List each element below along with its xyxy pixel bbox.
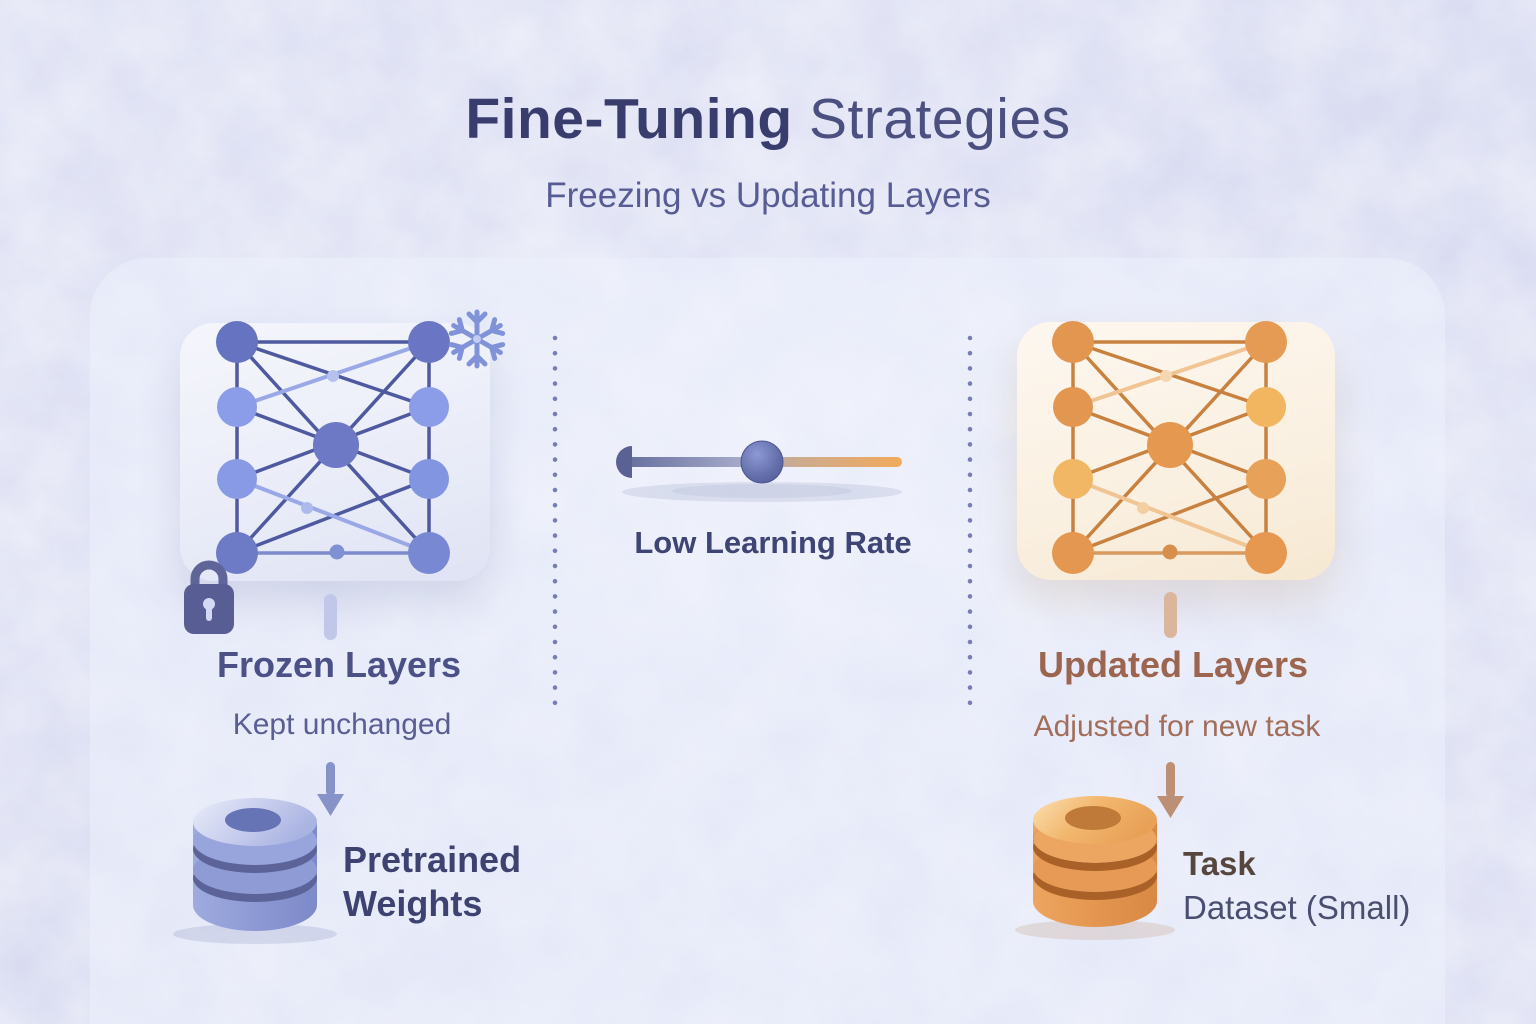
updated-layers-caption: Adjusted for new task: [1033, 710, 1321, 743]
title-emphasis: Fine-Tuning: [465, 87, 793, 151]
page-title: Fine-Tuning Strategies: [0, 86, 1536, 152]
task-dataset-line2: Dataset (Small): [1183, 889, 1411, 926]
slider-label: Low Learning Rate: [634, 525, 912, 560]
pretrained-weights-label: Pretrained Weights: [343, 838, 521, 926]
pretrained-weights-line1: Pretrained: [343, 839, 522, 880]
frozen-network-card: [180, 323, 490, 581]
updated-layers-heading: Updated Layers: [1037, 644, 1309, 685]
task-dataset-line1: Task: [1183, 845, 1256, 882]
frozen-layers-heading: Frozen Layers: [216, 644, 462, 685]
title-rest: Strategies: [792, 87, 1071, 151]
frozen-layers-caption: Kept unchanged: [232, 708, 452, 741]
pretrained-weights-line2: Weights: [343, 883, 483, 924]
page-subtitle: Freezing vs Updating Layers: [545, 176, 991, 215]
updated-network-card: [1017, 322, 1335, 580]
task-dataset-label: Task Dataset (Small): [1183, 842, 1410, 930]
